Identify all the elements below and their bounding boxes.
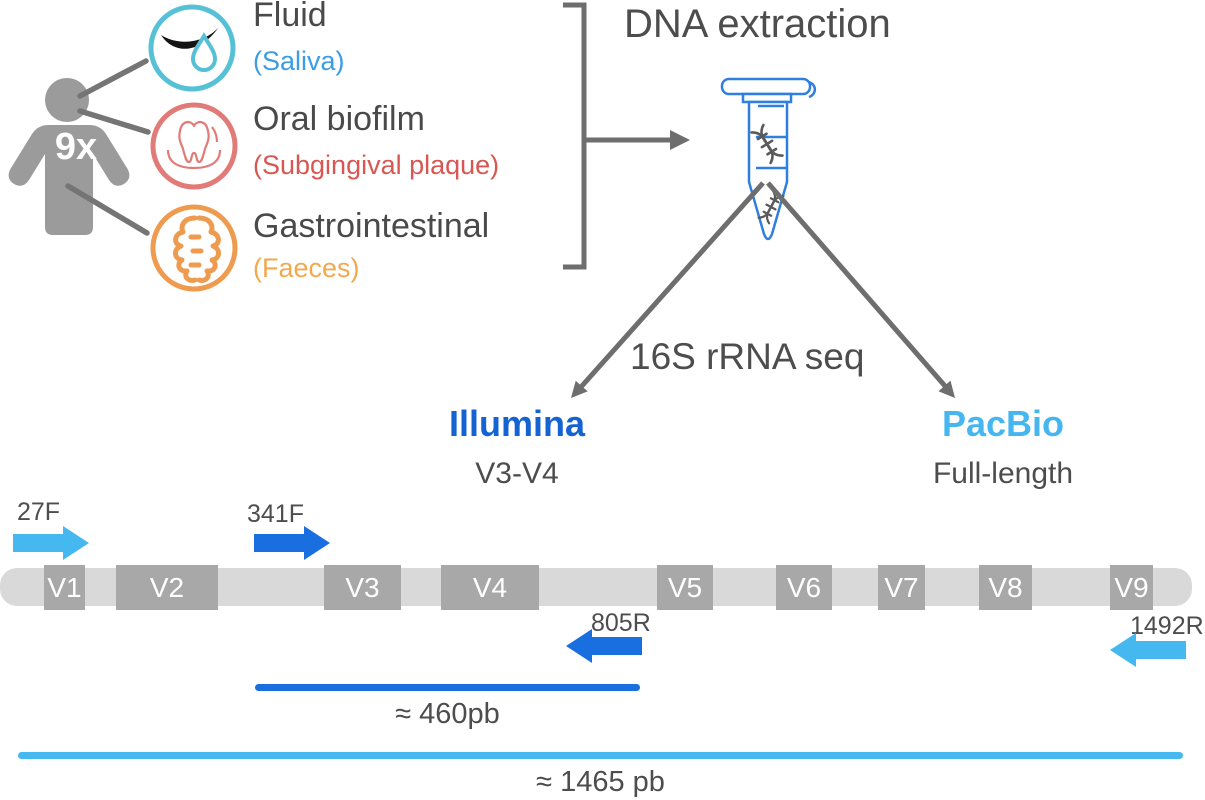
region-box-v1: V1 xyxy=(44,565,85,610)
amplicon-460-label: ≈ 460pb xyxy=(395,698,500,730)
sequencing-split-arrows xyxy=(571,181,955,398)
dna-extraction-title: DNA extraction xyxy=(624,2,891,46)
sample-connector-lines xyxy=(65,58,151,236)
primer-label-341f: 341F xyxy=(247,500,304,528)
sample-type-fluid: Fluid xyxy=(253,0,327,34)
platform-name-pacbio: PacBio xyxy=(941,403,1065,444)
sequencing-label: 16S rRNA seq xyxy=(630,336,865,377)
platform-region-pacbio: Full-length xyxy=(932,457,1074,490)
primer-label-27f: 27F xyxy=(17,498,61,526)
region-box-v6: V6 xyxy=(776,565,832,610)
platform-name-illumina: Illumina xyxy=(448,403,586,444)
region-box-v4: V4 xyxy=(441,565,539,610)
bracket xyxy=(563,2,587,270)
sample-source-subgingival-plaque: (Subgingival plaque) xyxy=(253,150,500,180)
amplicon-illumina: ≈ 460pb xyxy=(255,684,640,731)
region-box-v2: V2 xyxy=(116,565,218,610)
region-box-v8: V8 xyxy=(979,565,1032,610)
sample-source-saliva: (Saliva) xyxy=(253,46,345,76)
amplicon-1465-label: ≈ 1465 pb xyxy=(536,766,665,798)
primer-label-1492r: 1492R xyxy=(1130,612,1204,640)
primer-label-805r: 805R xyxy=(591,609,651,637)
sample-type-oral-biofilm: Oral biofilm xyxy=(253,100,425,138)
primer-arrow-805r-reverse-icon xyxy=(566,629,642,663)
intestine-icon xyxy=(150,204,238,292)
sample-source-faeces: (Faeces) xyxy=(253,253,360,283)
extraction-arrow xyxy=(584,130,690,150)
primer-arrow-1492r-reverse-icon xyxy=(1110,633,1186,667)
platform-region-illumina: V3-V4 xyxy=(475,457,559,490)
sample-type-gastrointestinal: Gastrointestinal xyxy=(253,207,490,245)
platform-illumina: Illumina V3-V4 xyxy=(412,404,622,492)
region-box-v7: V7 xyxy=(878,565,925,610)
primer-arrow-27f-forward-icon xyxy=(13,526,89,560)
amplicon-pacbio: ≈ 1465 pb xyxy=(18,752,1183,799)
subject-count-label: 9x xyxy=(54,126,98,168)
primer-arrow-341f-forward-icon xyxy=(254,526,330,560)
saliva-icon xyxy=(148,4,236,92)
platform-pacbio: PacBio Full-length xyxy=(898,404,1108,492)
region-box-v9: V9 xyxy=(1110,565,1153,610)
region-box-v5: V5 xyxy=(657,565,713,610)
region-box-v3: V3 xyxy=(324,565,401,610)
tooth-icon xyxy=(150,102,238,190)
tube-icon xyxy=(720,77,817,241)
amplicon-1465-line xyxy=(18,752,1183,759)
amplicon-460-line xyxy=(255,684,640,691)
